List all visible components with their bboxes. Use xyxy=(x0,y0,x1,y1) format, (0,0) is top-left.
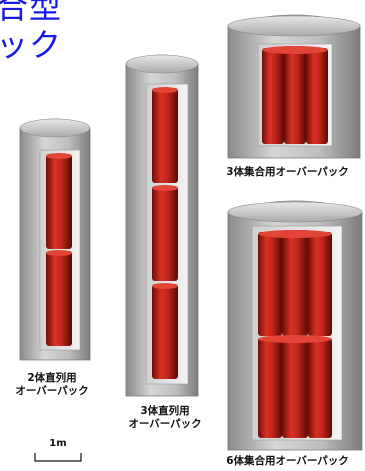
label-3-serial: 3体直列用 オーバーパック xyxy=(110,405,220,431)
overpack-6-bundled xyxy=(227,196,363,452)
headline-line-2: ック xyxy=(0,26,63,64)
label-2-serial-line-1: 2体直列用 xyxy=(27,372,77,384)
overpack-2-serial xyxy=(19,114,91,364)
overpack-3-bundled-drawing xyxy=(227,14,361,159)
headline-line-1: 合型 xyxy=(0,0,63,26)
label-2-serial-line-2: オーバーパック xyxy=(15,385,89,397)
label-3-bundled: 3体集合用オーバーパック xyxy=(226,166,349,178)
overpack-3-serial xyxy=(125,50,199,398)
scale-bar xyxy=(34,453,82,462)
overpack-2-serial-drawing xyxy=(19,118,91,361)
overpack-6-bundled-drawing xyxy=(227,200,363,451)
overpack-3-bundled xyxy=(227,10,361,160)
label-3-serial-line-1: 3体直列用 xyxy=(140,405,190,417)
label-6-bundled: 6体集合用オーバーパック xyxy=(226,455,349,467)
label-2-serial: 2体直列用 オーバーパック xyxy=(2,372,102,398)
label-3-serial-line-2: オーバーパック xyxy=(128,418,202,430)
scale-bar-label: 1m xyxy=(49,438,67,449)
overpack-3-serial-drawing xyxy=(125,54,199,397)
